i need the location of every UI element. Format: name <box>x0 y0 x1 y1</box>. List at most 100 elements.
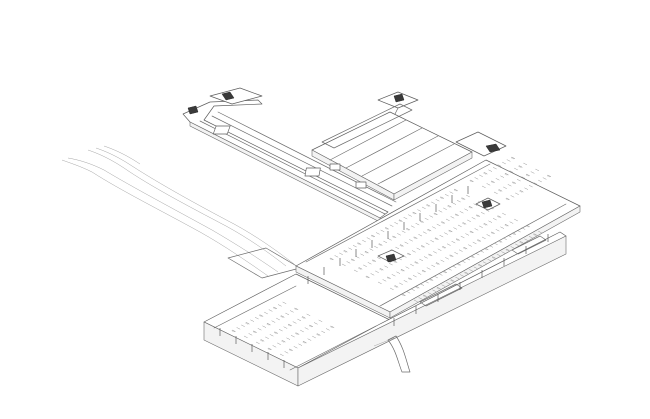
parking-stall-line <box>485 209 490 212</box>
parking-stall-line <box>369 248 374 251</box>
parking-stall-line <box>432 289 437 292</box>
parking-stall-line <box>479 174 483 177</box>
parked-car <box>407 277 412 280</box>
parking-stall-line <box>262 325 267 328</box>
parking-stall-line <box>419 258 424 262</box>
parked-car <box>398 219 403 222</box>
parking-stall-line <box>446 281 450 285</box>
parking-stall-line <box>284 351 289 354</box>
parking-stall-line <box>528 185 533 188</box>
parking-stall-line <box>473 266 478 269</box>
parking-stall-line <box>334 255 339 258</box>
parking-stall-line <box>429 215 434 218</box>
parked-car <box>483 223 488 226</box>
parking-stall-line <box>530 171 535 174</box>
parked-car <box>429 278 433 281</box>
parking-stall-line <box>391 274 396 277</box>
parking-stall-line <box>264 311 268 315</box>
main-parking-slab <box>295 156 581 319</box>
parking-stall-line <box>313 322 318 325</box>
parking-stall-line <box>409 239 413 242</box>
road-ramp <box>61 145 301 279</box>
parked-car <box>364 251 369 254</box>
parking-stall-line <box>486 183 491 186</box>
parking-stall-line <box>501 251 506 254</box>
parked-car <box>504 173 509 176</box>
parking-stall-line <box>502 161 506 165</box>
parking-stall-line <box>437 248 442 251</box>
parked-car <box>436 287 441 290</box>
parking-stall-line <box>285 312 290 316</box>
parking-stall-line <box>510 195 515 198</box>
parked-car <box>463 247 467 250</box>
parking-stall-line <box>422 231 427 234</box>
parking-stall-line <box>443 207 447 210</box>
parking-stall-line <box>374 245 378 249</box>
parking-stall-line <box>404 241 409 244</box>
parked-car <box>365 276 370 279</box>
parking-stall-line <box>451 240 456 244</box>
parking-stall-line <box>255 341 260 345</box>
parking-stall-line <box>257 328 262 331</box>
parked-car <box>415 286 420 289</box>
parked-car <box>406 253 411 256</box>
parking-stall-line <box>542 177 547 180</box>
parked-car <box>422 294 427 297</box>
parking-stall-line <box>416 247 421 250</box>
parking-stall-line <box>538 230 542 234</box>
parking-stall-line <box>455 276 460 280</box>
parked-car <box>505 198 510 201</box>
parking-stall-line <box>278 329 283 332</box>
parked-car <box>393 260 397 263</box>
parking-stall-line <box>507 184 512 187</box>
parking-stall-line <box>367 262 372 265</box>
parked-car <box>399 244 404 247</box>
parking-stall-line <box>535 168 540 172</box>
parking-stall-line <box>353 269 358 273</box>
parking-stall-line <box>300 329 304 333</box>
parking-stall-line <box>243 335 248 339</box>
parked-car <box>519 241 524 244</box>
parking-stall-line <box>492 218 497 221</box>
parked-car <box>419 220 424 223</box>
parking-stall-line <box>427 292 432 295</box>
parking-stall-line <box>514 167 518 171</box>
parking-stall-line <box>503 237 507 240</box>
parking-stall-line <box>493 242 498 246</box>
parking-stall-line <box>466 258 471 261</box>
parked-car <box>259 314 263 317</box>
parking-stall-line <box>450 216 455 219</box>
parked-car <box>498 240 502 243</box>
parking-stall-line <box>307 338 312 341</box>
parking-stall-line <box>248 333 253 336</box>
parked-car <box>533 182 537 185</box>
parked-car <box>490 231 495 234</box>
parking-stall-line <box>418 234 423 237</box>
parking-stall-line <box>290 335 295 338</box>
parking-stall-line <box>506 159 511 162</box>
parked-car <box>470 255 475 258</box>
parking-stall-line <box>509 221 514 224</box>
parking-stall-line <box>395 246 400 250</box>
parking-stall-line <box>366 237 371 240</box>
parked-car <box>469 231 474 234</box>
parking-stall-line <box>449 191 454 194</box>
parking-stall-line <box>325 328 330 331</box>
parked-car <box>316 333 321 336</box>
parking-stall-line <box>388 263 393 266</box>
parking-stall-line <box>433 251 437 254</box>
parked-car <box>401 294 406 297</box>
parked-car <box>519 190 524 193</box>
parking-stall-line <box>515 243 519 246</box>
parking-stall-line <box>431 201 435 204</box>
parking-stall-line <box>474 177 479 180</box>
parking-stall-line <box>272 345 277 348</box>
parking-stall-line <box>510 246 515 249</box>
parking-stall-line <box>458 249 463 252</box>
parking-stall-line <box>421 206 426 210</box>
stall-grid-lower <box>231 301 335 357</box>
parking-stall-line <box>514 218 518 222</box>
parked-car <box>498 189 502 192</box>
parking-stall-line <box>440 259 445 262</box>
